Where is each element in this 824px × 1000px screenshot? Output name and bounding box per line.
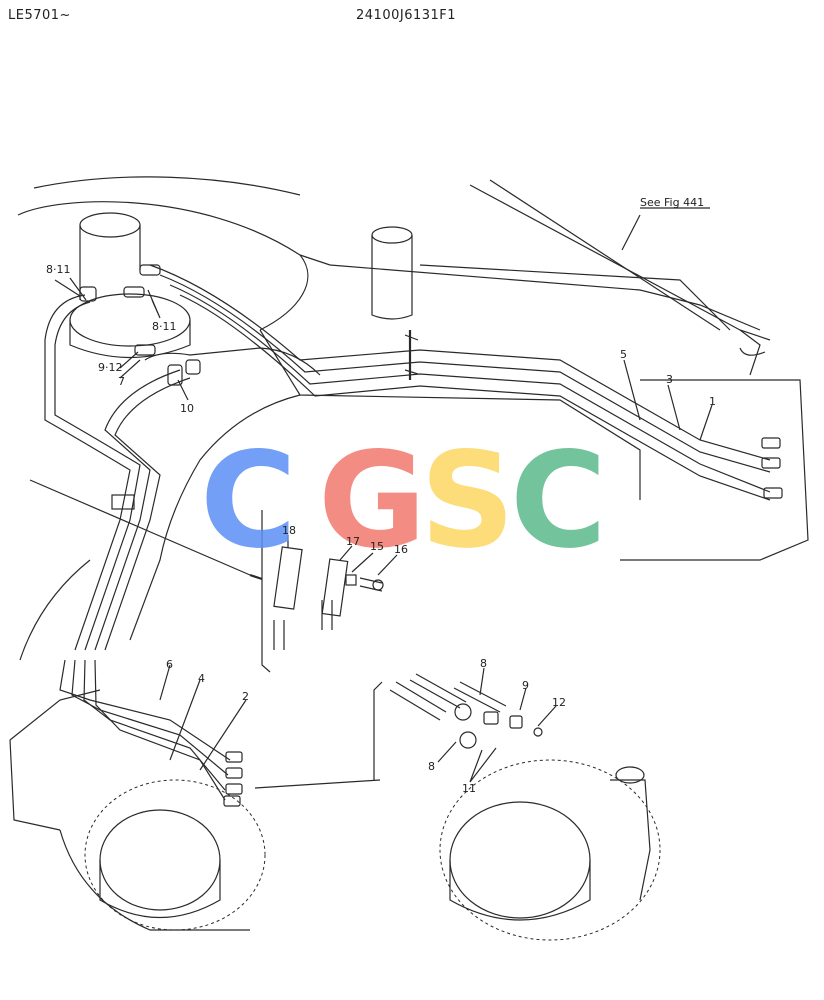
swing-gear-lower-left	[84, 779, 266, 931]
callout-leaders	[54, 207, 713, 783]
callout-3: 3	[666, 373, 673, 386]
callout-4: 4	[198, 672, 205, 685]
callout-9-12: 9·12	[98, 361, 123, 374]
watermark-letter-g: G	[318, 424, 426, 578]
inset-clamp-detail	[261, 510, 384, 673]
watermark-letter-c2: C	[510, 424, 607, 578]
callout-18: 18	[282, 524, 296, 537]
cgsc-watermark: C G S C	[200, 424, 607, 578]
reference-note: See Fig 441	[640, 196, 704, 209]
callout-8-11-left: 8·11	[46, 263, 71, 276]
callout-5: 5	[620, 348, 627, 361]
callout-6: 6	[166, 658, 173, 671]
callout-1: 1	[709, 395, 716, 408]
machine-frame-outline	[9, 176, 809, 931]
callout-16: 16	[394, 543, 408, 556]
inset-fitting-detail	[254, 673, 543, 789]
vertical-cylinder	[371, 226, 413, 320]
watermark-letter-s: S	[420, 424, 515, 578]
callout-labels: See Fig 441 8·11 8·11 9·12 7 10 5 3 1 18…	[46, 196, 716, 795]
callout-12: 12	[552, 696, 566, 709]
drawing-number-label: 24100J6131F1	[356, 8, 457, 23]
callout-10: 10	[180, 402, 194, 415]
lower-hose-bundle	[59, 659, 231, 801]
callout-7: 7	[118, 375, 125, 388]
callout-8-top: 8	[480, 657, 487, 670]
watermark-letter-c1: C	[200, 424, 297, 578]
callout-8-bottom: 8	[428, 760, 435, 773]
callout-11: 11	[462, 782, 476, 795]
callout-17: 17	[346, 535, 360, 548]
callout-9: 9	[522, 679, 529, 692]
swing-motor-housing	[69, 212, 191, 359]
callout-2: 2	[242, 690, 249, 703]
hose-end-fittings	[79, 264, 783, 807]
part-code-label: LE5701~	[8, 8, 71, 23]
callout-8-11-right: 8·11	[152, 320, 177, 333]
callout-15: 15	[370, 540, 384, 553]
swing-gear-lower-right	[439, 759, 661, 941]
left-hose-run	[44, 294, 321, 651]
